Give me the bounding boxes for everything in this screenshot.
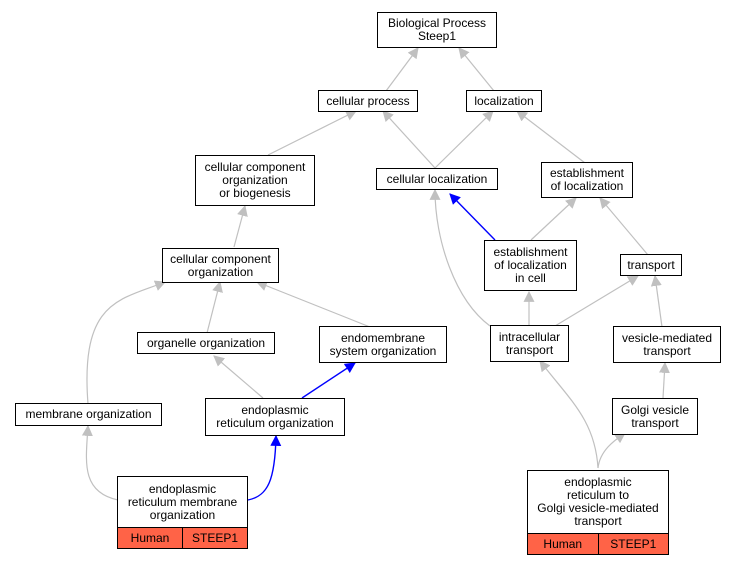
edge-intracellular-to-transport [554,275,639,327]
species-cell[interactable]: Human [130,531,170,545]
edge-eloc-cell-to-cellular-localization [449,193,496,241]
gene-row: Human STEEP1 [118,527,247,548]
edge-er-org-to-organelle [213,355,264,399]
species-cell[interactable]: Human [543,537,583,551]
edge-cellular-process-to-bp [385,47,419,92]
node-membrane-organization[interactable]: membrane organization [15,403,162,426]
node-label: cellular process [326,93,410,108]
node-label: Golgi vesicle transport [620,402,690,430]
node-intracellular-transport[interactable]: intracellular transport [490,325,569,362]
node-biological-process-steep1[interactable]: Biological Process Steep1 [377,12,497,48]
node-transport[interactable]: transport [620,254,682,276]
gene-cell[interactable]: STEEP1 [182,528,247,548]
node-cellular-component-organization[interactable]: cellular component organization [162,248,279,283]
node-establishment-of-localization[interactable]: establishment of localization [541,162,633,198]
node-establishment-localization-in-cell[interactable]: establishment of localization in cell [484,240,577,291]
edge-er-org-to-endomembrane [301,362,356,399]
edge-ermo-to-er-org [247,434,282,501]
node-er-organization[interactable]: endoplasmic reticulum organization [205,398,345,436]
node-organelle-organization[interactable]: organelle organization [137,332,275,354]
edge-endomembrane-to-cco [255,280,371,328]
node-label: endoplasmic reticulum membrane organizat… [127,481,238,522]
edge-intracellular-to-cellular-localization [429,188,491,327]
node-ccob[interactable]: cellular component organization or bioge… [195,155,315,206]
node-golgi-vesicle-transport[interactable]: Golgi vesicle transport [612,398,698,435]
node-label: cellular component organization [170,251,271,279]
edge-cellular-localization-to-cellular-process [382,110,436,169]
gene-row: Human STEEP1 [528,533,668,554]
node-vesicle-mediated-transport[interactable]: vesicle-mediated transport [613,326,721,363]
node-label: intracellular transport [498,329,561,357]
edge-membrane-org-to-cco [86,280,167,405]
node-er-to-golgi-transport[interactable]: endoplasmic reticulum to Golgi vesicle-m… [527,470,669,555]
edge-organelle-to-cco [206,280,223,334]
node-label: endoplasmic reticulum organization [216,403,334,430]
node-label: localization [474,93,534,108]
node-cellular-process[interactable]: cellular process [318,90,418,112]
edge-cellular-localization-to-localization [434,110,494,169]
edge-ccob-to-cellular-process [267,110,357,156]
edge-er-golgi-to-golgi [597,432,626,469]
node-label: cellular localization [386,171,488,186]
edge-golgi-to-vesicle [658,361,670,399]
edge-er-golgi-to-intracellular [539,360,599,469]
node-label: establishment of localization [549,166,625,193]
gene-cell[interactable]: STEEP1 [597,534,669,554]
node-label: vesicle-mediated transport [621,330,713,358]
node-label: Biological Process Steep1 [387,16,487,43]
edge-vesicle-to-transport [650,274,663,328]
edge-eloc-cell-to-establishment [530,197,577,241]
node-er-membrane-organization[interactable]: endoplasmic reticulum membrane organizat… [117,476,248,549]
node-label: transport [627,257,675,272]
edge-localization-to-bp [458,47,495,92]
edge-establishment-to-localization [516,110,586,164]
edge-ermo-to-membrane-org [81,424,119,501]
edge-transport-to-establishment [599,197,649,256]
node-label: membrane organization [25,407,152,421]
node-endomembrane-system-organization[interactable]: endomembrane system organization [319,326,447,363]
node-label: endoplasmic reticulum to Golgi vesicle-m… [537,475,659,528]
node-localization[interactable]: localization [466,90,542,112]
node-label: establishment of localization in cell [493,245,568,285]
node-label: cellular component organization or bioge… [204,160,306,200]
node-label: endomembrane system organization [329,330,437,358]
edge-cco-to-ccob [233,204,248,248]
node-label: organelle organization [146,335,266,350]
node-cellular-localization[interactable]: cellular localization [376,168,498,190]
